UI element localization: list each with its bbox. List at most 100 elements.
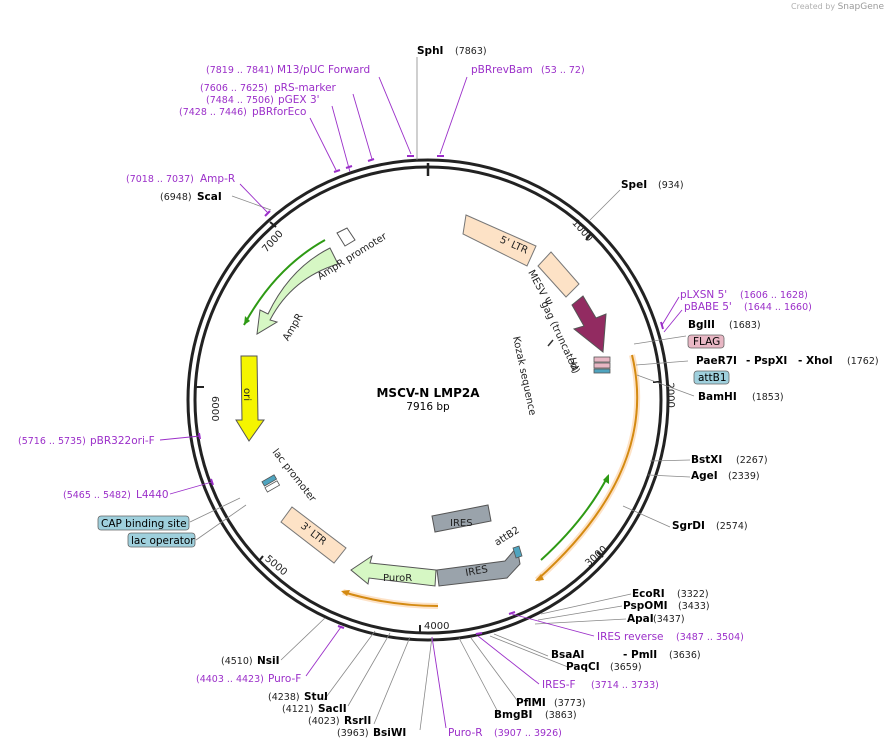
- feature-ha-block: [593, 362, 611, 369]
- site-pspomi-coord: (3433): [678, 601, 710, 612]
- feature-attb2: [512, 545, 523, 559]
- feature-attb1-block: [593, 368, 611, 374]
- site-bamhi: BamHI: [698, 391, 737, 403]
- primer-pgex-coord: (7484 .. 7506): [206, 95, 274, 106]
- primer-m13: M13/pUC Forward: [277, 64, 370, 76]
- site-sgrdi-coord: (2574): [716, 521, 748, 532]
- feature-ha-label: HA: [566, 357, 579, 373]
- orf-arrow-green-right: [540, 475, 609, 561]
- kozak-tick: [547, 339, 554, 347]
- tick-1000: 1000: [569, 218, 594, 244]
- boxed-attb1-label: attB1: [698, 372, 727, 384]
- primer-prs-coord: (7606 .. 7625): [200, 83, 268, 94]
- primer-pbrforeco: pBRforEco: [252, 106, 306, 118]
- feature-3ltr: [280, 506, 347, 564]
- feature-ires-inner: [431, 504, 492, 533]
- primer-puro-f-coord: (4403 .. 4423): [196, 674, 264, 685]
- site-ecori-coord: (3322): [677, 589, 709, 600]
- boxed-lacop-label: lac operator: [131, 535, 195, 547]
- site-bsiwi: BsiWI: [373, 727, 406, 739]
- site-bstxi: BstXI: [691, 454, 722, 466]
- site-sacii-coord: (4121): [282, 704, 314, 715]
- orf-arrow-orange: [536, 354, 639, 581]
- tick-4000: 4000: [424, 621, 449, 632]
- feature-lacop-block: [264, 480, 281, 493]
- feature-kozak-label: Kozak sequence: [510, 335, 538, 416]
- primer-ires-f-coord: (3714 .. 3733): [591, 680, 659, 691]
- site-paer7i-coord: (1762): [847, 356, 879, 367]
- primer-prs: pRS-marker: [274, 82, 337, 94]
- site-ecori: EcoRI: [632, 588, 665, 600]
- primer-pgex: pGEX 3': [278, 94, 320, 106]
- site-sgrdi: SgrDI: [672, 520, 705, 532]
- boxed-cap-label: CAP binding site: [101, 518, 187, 530]
- primer-ires-reverse: IRES reverse: [597, 631, 664, 643]
- primer-puro-r-coord: (3907 .. 3926): [494, 728, 562, 739]
- backbone-outer-ring: [186, 158, 670, 642]
- feature-mesv-psi: [537, 251, 580, 298]
- site-agei-coord: (2339): [728, 471, 760, 482]
- primer-plxsn-coord: (1606 .. 1628): [740, 290, 808, 301]
- orf-arrowhead-green-right: [603, 474, 609, 484]
- primer-pbabe-coord: (1644 .. 1660): [744, 302, 812, 313]
- site-bsaai-coord: (3636): [669, 650, 701, 661]
- site-paqci-coord: (3659): [610, 662, 642, 673]
- primer-puro-f: Puro-F: [268, 673, 301, 685]
- site-agei: AgeI: [691, 470, 718, 482]
- site-paer7i: PaeR7I: [696, 355, 737, 367]
- site-spei: SpeI: [621, 179, 647, 191]
- primer-lines: [159, 76, 683, 729]
- orf-arrowhead-orange: [535, 574, 544, 581]
- site-bmgbi-coord: (3863): [545, 710, 577, 721]
- feature-gag: [571, 295, 607, 353]
- site-bmgbi: BmgBI: [494, 709, 532, 721]
- feature-attb2-label: attB2: [493, 525, 522, 549]
- site-apai: ApaI: [627, 613, 654, 625]
- tick-6000: 6000: [209, 396, 220, 421]
- site-scai: ScaI: [197, 191, 222, 203]
- feature-ampr-promoter: [336, 227, 356, 247]
- site-sacii: SacII: [318, 703, 347, 715]
- orf-arrowhead-orange-bottom: [341, 590, 350, 596]
- feature-puror-label: PuroR: [383, 573, 412, 584]
- site-paqci: PaqCI: [566, 661, 600, 673]
- site-sphi-coord: (7863): [455, 46, 487, 57]
- snapgene-credit: Created by SnapGene: [791, 2, 884, 12]
- feature-5ltr: [462, 214, 537, 267]
- primer-pbr322: pBR322ori-F: [90, 435, 155, 447]
- primer-pbr322-coord: (5716 .. 5735): [18, 436, 86, 447]
- site-pspomi: PspOMI: [623, 600, 668, 612]
- primer-ampr: Amp-R: [200, 173, 235, 185]
- orf-arrow-orange-bottom: [342, 591, 439, 607]
- primer-l4440: L4440: [136, 489, 169, 501]
- site-bsaai: BsaAI: [551, 649, 584, 661]
- feature-puror: [350, 554, 437, 587]
- primer-ires-f: IRES-F: [542, 679, 576, 691]
- site-rsrii: RsrII: [344, 715, 371, 727]
- site-apai-coord: (3437): [653, 614, 685, 625]
- plasmid-length: 7916 bp: [406, 401, 450, 413]
- feature-lac-promoter-label: lac promoter: [270, 447, 319, 505]
- tick-3000: 3000: [583, 544, 609, 569]
- feature-cap-block: [261, 474, 278, 487]
- primer-l4440-coord: (5465 .. 5482): [63, 490, 131, 501]
- primer-plxsn: pLXSN 5': [680, 289, 727, 301]
- site-pmli: - PmlI: [623, 649, 657, 661]
- primer-puro-r: Puro-R: [448, 727, 483, 739]
- site-nsii: NsiI: [257, 655, 280, 667]
- boxed-lacop: [127, 532, 196, 548]
- site-stui-coord: (4238): [268, 692, 300, 703]
- site-bstxi-coord: (2267): [736, 455, 768, 466]
- primer-ires-reverse-coord: (3487 .. 3504): [676, 632, 744, 643]
- site-rsrii-coord: (4023): [308, 716, 340, 727]
- feature-ampr: [256, 247, 339, 335]
- site-bglii-coord: (1683): [729, 320, 761, 331]
- primer-pbabe: pBABE 5': [684, 301, 732, 313]
- feature-ori-label: ori: [241, 388, 252, 401]
- site-spei-coord: (934): [658, 180, 684, 191]
- site-bglii: BglII: [688, 319, 715, 331]
- boxed-flag: [687, 334, 725, 349]
- plasmid-name: MSCV-N LMP2A: [376, 386, 480, 400]
- site-nsii-coord: (4510): [221, 656, 253, 667]
